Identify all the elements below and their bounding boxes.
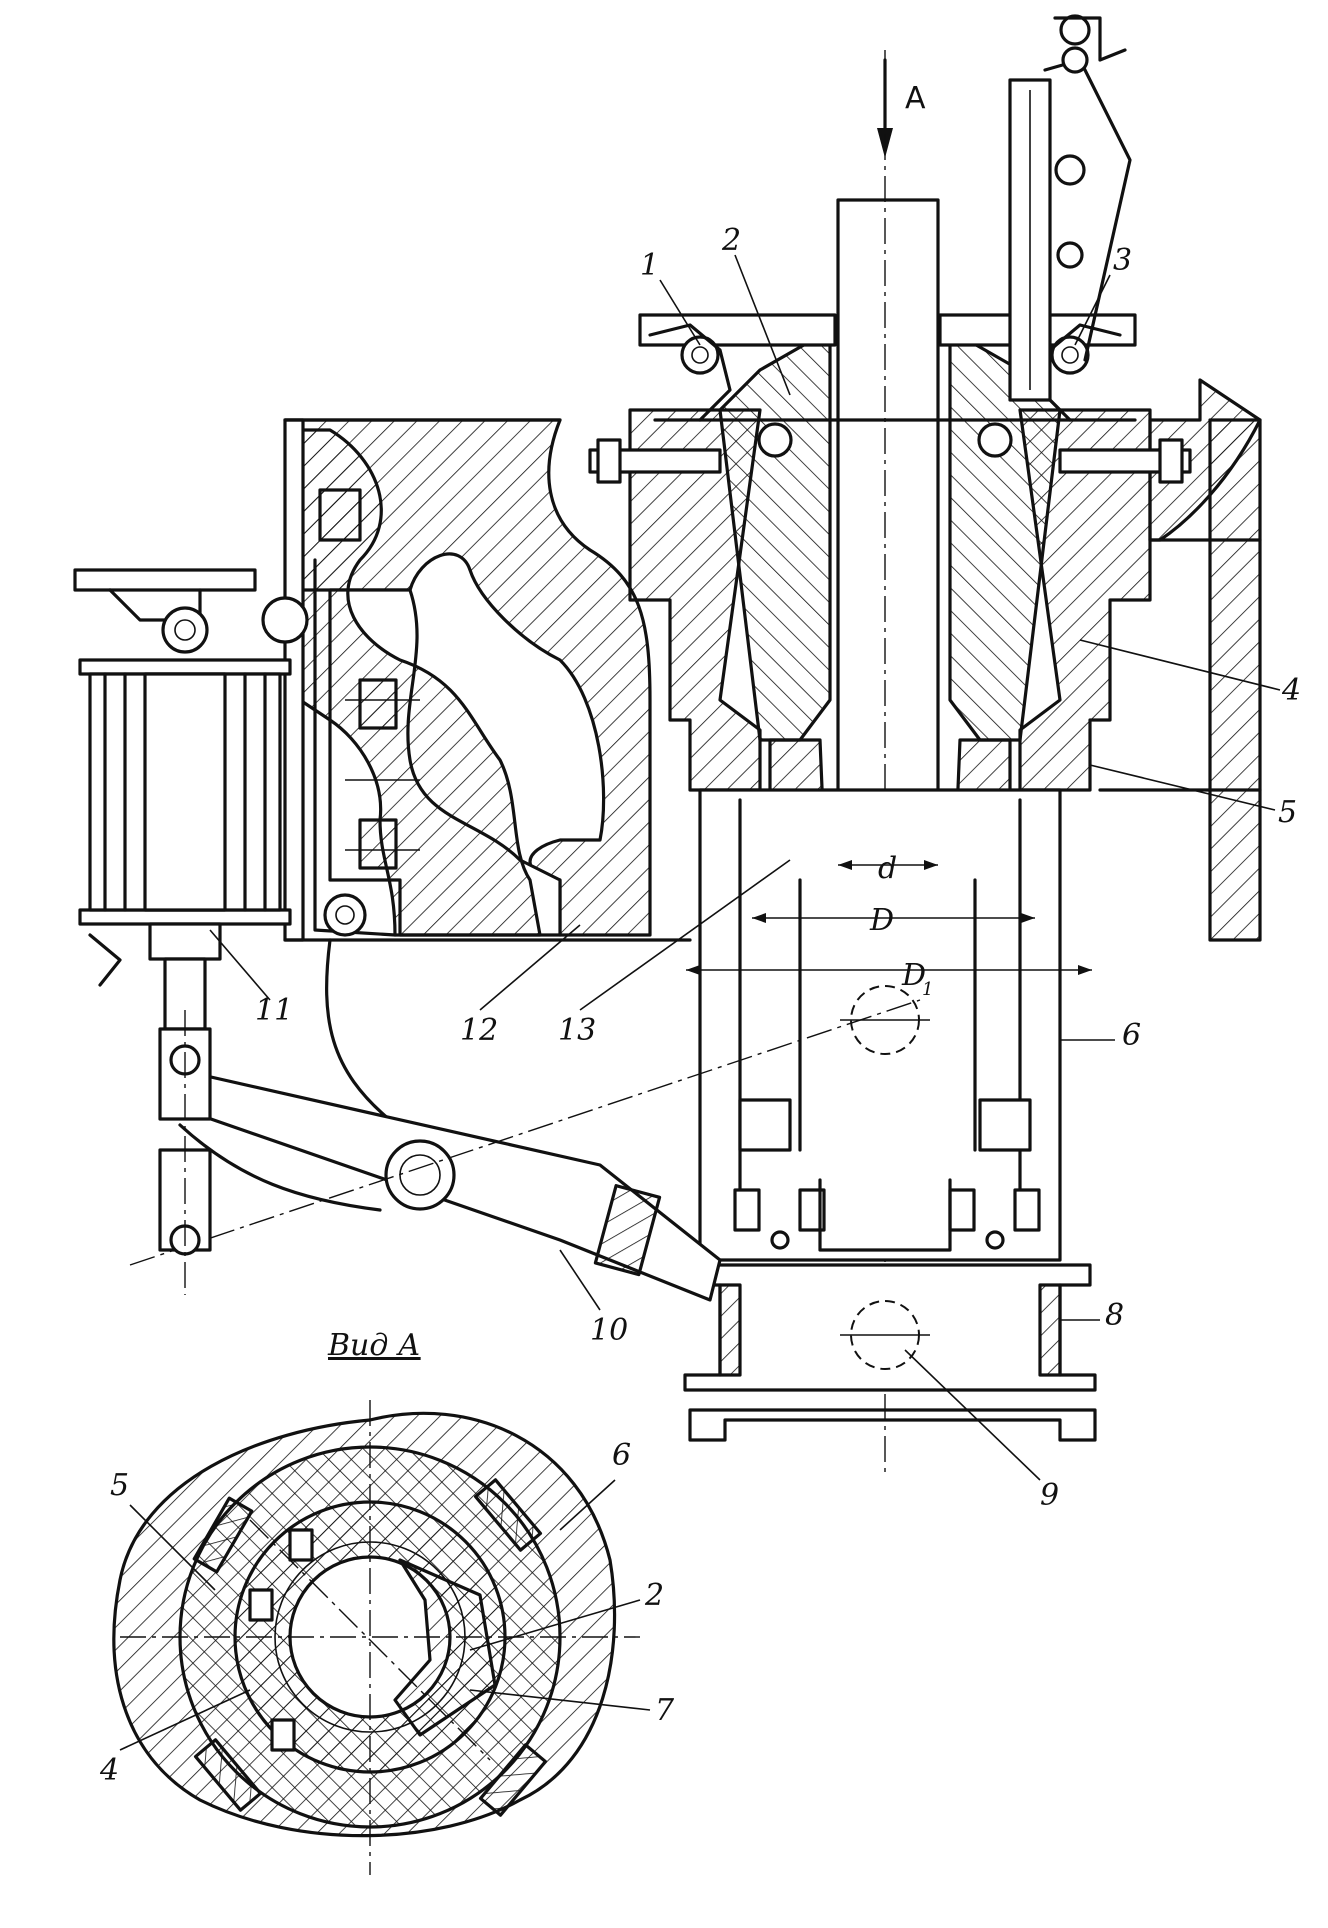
- view-a-section: Вид А 5 6 2 7 4: [99, 1328, 675, 1875]
- view-a-callout-7: 7: [655, 1693, 675, 1728]
- callout-9: 9: [1040, 1478, 1059, 1513]
- dim-D1-label: D: [901, 958, 926, 993]
- callout-13: 13: [558, 1013, 596, 1048]
- callout-10: 10: [590, 1313, 628, 1348]
- callouts: 1 2 3 4 5 6 8 9 10 11 12 13: [209, 223, 1301, 1513]
- callout-6: 6: [1122, 1018, 1141, 1053]
- view-a-callout-5: 5: [110, 1468, 129, 1503]
- callout-5: 5: [1278, 795, 1297, 830]
- dimension-lines: d D D 1: [686, 851, 1092, 1000]
- callout-1: 1: [640, 248, 659, 283]
- view-arrow-letter: A: [905, 81, 926, 116]
- callout-12: 12: [460, 1013, 498, 1048]
- dim-D-label: D: [869, 903, 894, 938]
- view-a-callout-2: 2: [644, 1578, 664, 1613]
- dim-D1-subscript: 1: [922, 979, 933, 1000]
- hydraulic-cylinder: [73, 568, 367, 1295]
- housing-casting: [283, 418, 692, 942]
- callout-2: 2: [721, 223, 741, 258]
- dim-d-label: d: [878, 851, 897, 886]
- callout-3: 3: [1113, 243, 1132, 278]
- base-housing: [683, 1263, 1097, 1442]
- view-a-callout-6: 6: [612, 1438, 631, 1473]
- latch-left: [648, 323, 793, 458]
- upper-linkage-arm: [1008, 14, 1132, 402]
- view-a-callout-4: 4: [99, 1753, 119, 1788]
- callout-8: 8: [1105, 1298, 1124, 1333]
- guide-barrel: [698, 788, 1062, 1262]
- view-a-title: Вид А: [327, 1328, 421, 1363]
- callout-4: 4: [1281, 673, 1301, 708]
- callout-11: 11: [255, 993, 293, 1028]
